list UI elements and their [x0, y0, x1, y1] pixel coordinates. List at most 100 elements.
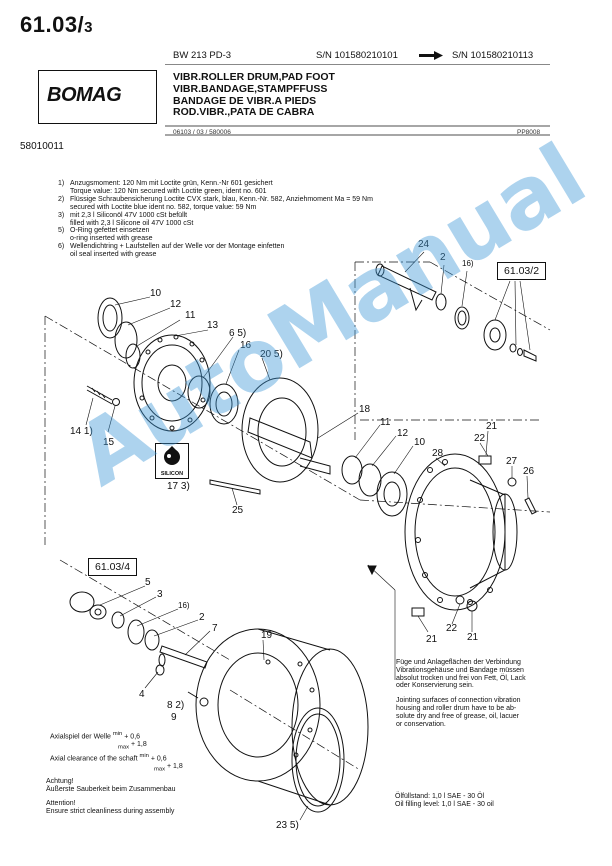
page-number: 61.03/3 — [20, 12, 94, 37]
callout-8: 8 2) — [167, 700, 185, 711]
coupling-hub — [483, 319, 537, 362]
pin-25 — [209, 479, 261, 495]
callout-27: 27 — [506, 456, 518, 467]
callout-13: 13 — [207, 320, 219, 331]
ref-box-61-03-2[interactable]: 61.03/2 — [497, 262, 547, 280]
housing-cover-13 — [133, 334, 211, 432]
serial-to: S/N 101580210113 — [452, 50, 534, 61]
eccentric-shaft-20 — [241, 377, 331, 483]
plug-22-top — [478, 455, 492, 465]
page-number-sub: 3 — [84, 19, 94, 36]
joint-marker-icon — [367, 565, 377, 576]
callout-26: 26 — [523, 466, 535, 477]
bearing-10-right — [376, 471, 408, 517]
callout-6: 6 5) — [229, 328, 247, 339]
callout-18: 18 — [359, 404, 371, 415]
bearing-16-left — [209, 383, 239, 425]
callout-2: 2 — [440, 252, 446, 263]
title-en: VIBR.ROLLER DRUM,PAD FOOT — [173, 71, 335, 83]
note-item: 3)mit 2,3 l Siliconöl 47V 1000 cSt befül… — [58, 211, 194, 227]
callout-21c: 21 — [467, 632, 479, 643]
note-item: 6)Wellendichtring + Laufstellen auf der … — [58, 243, 285, 259]
circlip-11-left — [125, 343, 141, 369]
callout-12: 12 — [170, 299, 182, 310]
seal-16-left — [127, 619, 145, 645]
model-name: BW 213 PD-3 — [173, 50, 232, 61]
brand-logo-box — [38, 70, 157, 124]
circlip-11-right — [341, 455, 363, 485]
oil-drop-icon — [164, 446, 180, 465]
title-fr: BANDAGE DE VIBR.A PIEDS — [173, 94, 317, 107]
callout-11: 11 — [185, 310, 196, 321]
bearing-cover-10 — [97, 297, 123, 339]
title-de: VIBR.BANDAGE,STAMPFFUSS — [173, 82, 328, 95]
callout-19: 19 — [261, 630, 273, 641]
title-es: ROD.VIBR.,PATA DE CABRA — [173, 106, 315, 119]
callout-16c: 16) — [178, 601, 190, 610]
part-number: 58010011 — [20, 141, 64, 152]
seal-21-mid — [455, 595, 465, 605]
plug-22-bottom — [411, 607, 425, 617]
callout-10b: 10 — [414, 437, 426, 448]
callout-5: 5 — [145, 577, 151, 588]
callout-10: 10 — [150, 288, 162, 299]
callout-4: 4 — [139, 689, 145, 700]
pp-code: PP8008 — [517, 129, 541, 136]
washer-15 — [112, 398, 120, 406]
assembly-notes: 1)Anzugsmoment: 120 Nm mit Loctite grün,… — [58, 180, 388, 259]
callout-3: 3 — [157, 589, 163, 600]
callout-14: 14 1) — [70, 426, 93, 437]
ref-box-61-03-4[interactable]: 61.03/4 — [88, 558, 138, 576]
ring-12-right — [358, 463, 382, 497]
callout-15: 15 — [103, 437, 115, 448]
washer-27 — [507, 477, 517, 487]
callout-16b: 16 — [240, 340, 252, 351]
coupling-5 — [69, 591, 107, 620]
note-item: 2)Flüssige Schraubensicherung Loctite CV… — [58, 195, 373, 211]
callout-16: 16) — [462, 259, 474, 268]
callout-21: 21 — [486, 421, 498, 432]
silicon-label: SILICON — [160, 471, 184, 477]
reference-line: 06103 / 03 / 580006 — [173, 129, 231, 136]
seal-16-top — [454, 306, 470, 330]
oring-23 — [291, 707, 345, 813]
callout-20: 20 5) — [260, 349, 283, 360]
ring-3 — [111, 611, 125, 629]
callout-7: 7 — [212, 623, 218, 634]
callout-9: 9 — [171, 712, 177, 723]
washer-9 — [199, 697, 209, 707]
assembly-axis-lines — [44, 261, 551, 771]
surface-note: Füge und Anlageflächen der Verbindung Vi… — [396, 659, 526, 728]
oil-filling-level: Ölfüllstand: 1,0 l SAE - 30 Öl Oil filli… — [395, 793, 494, 808]
brand-logo: BOMAG — [47, 84, 122, 106]
title-block: VIBR.ROLLER DRUM,PAD FOOT VIBR.BANDAGE,S… — [173, 71, 335, 119]
ring-2-left — [144, 629, 160, 651]
callout-11b: 11 — [380, 417, 391, 428]
attention-note: Achtung! Äußerste Sauberkeit beim Zusamm… — [46, 778, 176, 815]
oring-6 — [187, 375, 211, 409]
callout-24: 24 — [418, 239, 430, 250]
plug-4 — [155, 664, 165, 676]
shaft-7 — [159, 645, 208, 669]
axial-clearance: Axialspiel der Welle min + 0,6 max + 1,8… — [50, 731, 183, 773]
drive-shaft-24 — [375, 263, 437, 312]
callout-12b: 12 — [397, 428, 409, 439]
header-frame — [165, 64, 550, 136]
callout-17: 17 3) — [167, 481, 190, 492]
screw-14 — [86, 385, 113, 405]
serial-from: S/N 101580210101 — [316, 50, 398, 61]
callout-2b: 2 — [199, 612, 205, 623]
vibration-housing-28 — [404, 453, 518, 611]
roller-drum-19 — [195, 628, 369, 806]
callout-28: 28 — [432, 448, 444, 459]
screw-26 — [524, 497, 537, 515]
callout-22b: 22 — [446, 623, 458, 634]
callout-22: 22 — [474, 433, 486, 444]
callout-25: 25 — [232, 505, 244, 516]
note-item: 1)Anzugsmoment: 120 Nm mit Loctite grün,… — [58, 180, 273, 195]
callout-23: 23 5) — [276, 820, 299, 831]
silicon-badge: SILICON — [155, 443, 189, 479]
callout-21b: 21 — [426, 634, 438, 645]
